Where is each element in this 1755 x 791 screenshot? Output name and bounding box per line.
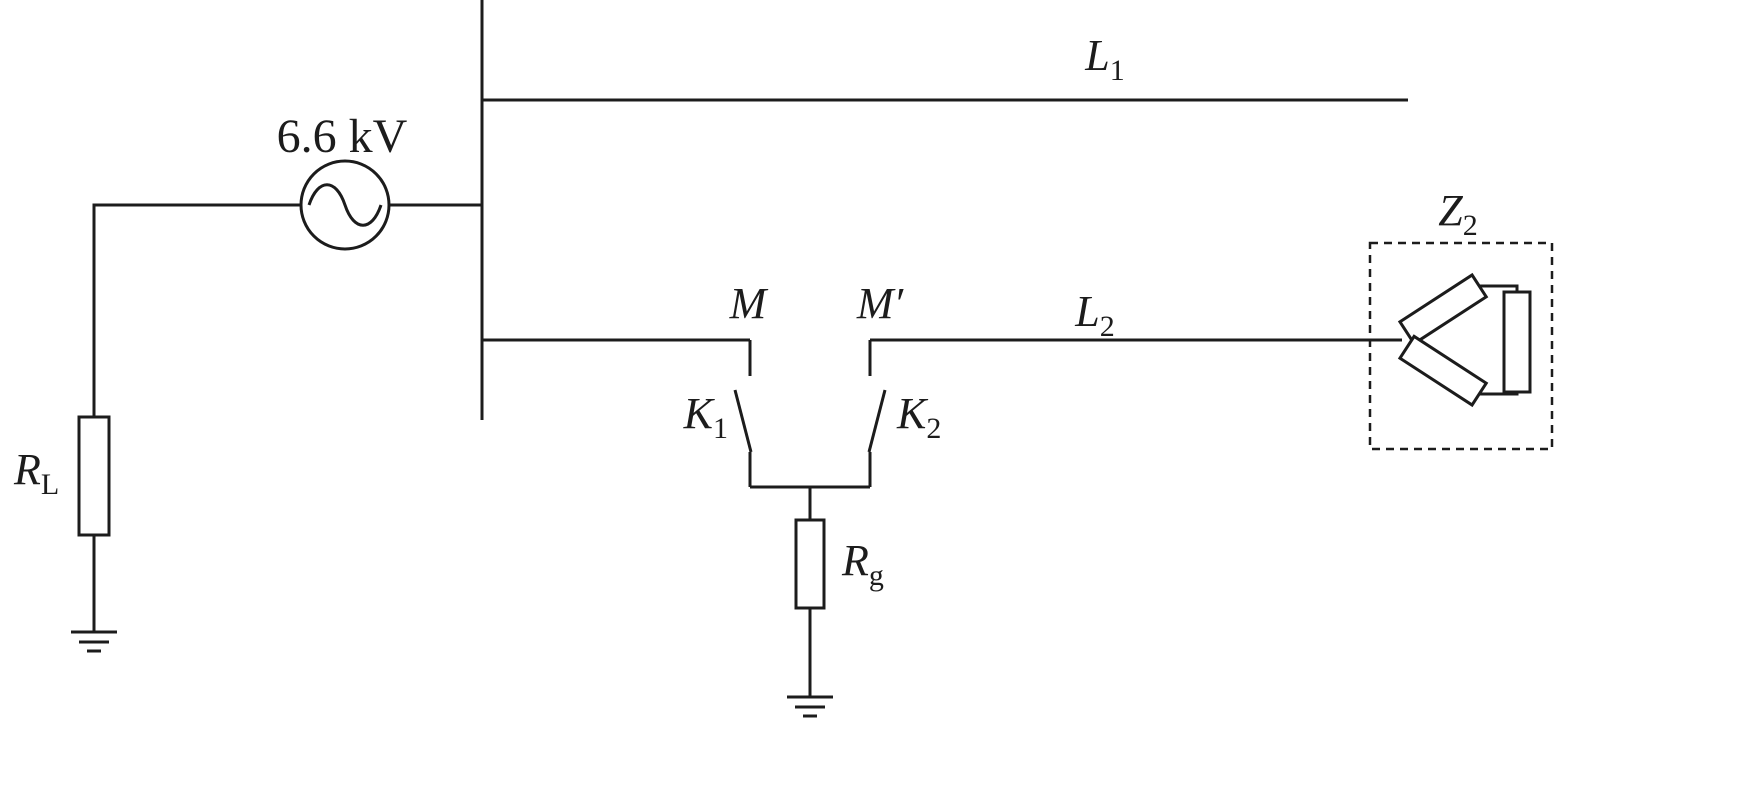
label-rl: RL <box>13 445 59 501</box>
load-z2-boundary <box>1368 241 1554 451</box>
earth-ground-icon-center <box>787 695 833 718</box>
label-source-voltage: 6.6 kV <box>277 110 408 163</box>
sine-wave-icon <box>307 183 383 227</box>
wire-z2-bottom <box>1479 392 1519 396</box>
label-k2: K2 <box>896 389 941 445</box>
switch-k1-blade <box>733 389 753 453</box>
load-impedance-top <box>1397 272 1489 346</box>
label-rg: Rg <box>841 536 884 592</box>
load-impedance-bottom <box>1397 334 1489 408</box>
label-z2: Z2 <box>1438 186 1477 242</box>
resistor-rl <box>77 415 111 537</box>
load-impedance-right <box>1502 290 1532 394</box>
earth-ground-icon-left <box>71 630 117 653</box>
label-k1: K1 <box>683 389 728 445</box>
label-point-m: M <box>729 279 769 328</box>
label-point-m-prime: M′ <box>856 279 905 328</box>
label-l1: L1 <box>1084 31 1124 87</box>
resistor-rg <box>794 518 826 610</box>
label-l2: L2 <box>1074 287 1114 343</box>
wire-z2-top <box>1479 284 1519 292</box>
switch-k2-blade <box>867 389 887 453</box>
